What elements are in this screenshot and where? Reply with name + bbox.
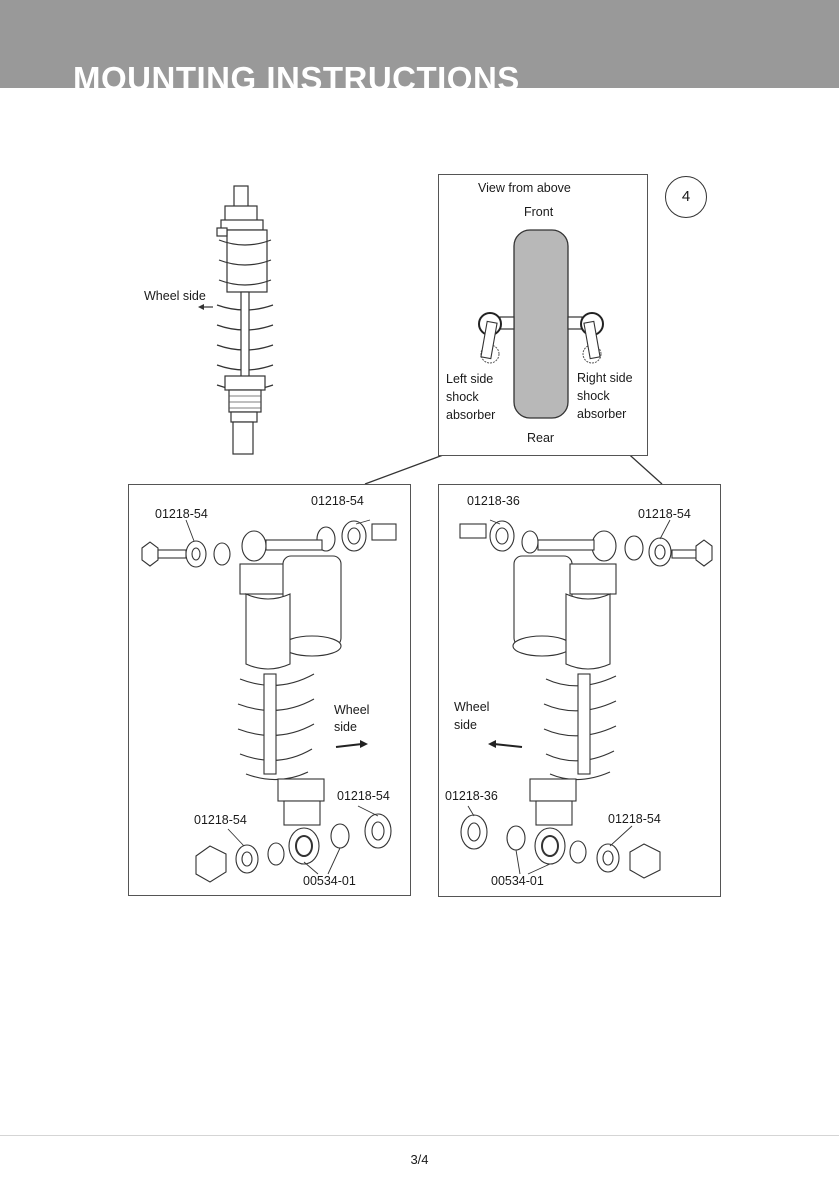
left-top-right-part: 01218-54	[311, 494, 364, 508]
right-shock-label-1: Right side	[577, 371, 633, 385]
right-top-left-part: 01218-36	[467, 494, 520, 508]
page-title: MOUNTING INSTRUCTIONS	[73, 60, 520, 88]
page-number: 3/4	[410, 1152, 429, 1167]
left-shock-exploded-illustration	[141, 519, 397, 883]
left-shock-label-1: Left side	[446, 372, 494, 386]
left-bottom-center-part: 00534-01	[303, 874, 356, 888]
step-number: 4	[681, 188, 691, 205]
left-bottom-left-part: 01218-54	[194, 813, 247, 827]
view-from-above-label: View from above	[478, 181, 571, 195]
header-band: MOUNTING INSTRUCTIONS	[0, 0, 839, 88]
right-bottom-center-part: 00534-01	[491, 874, 544, 888]
left-shock-label-2: shock	[446, 390, 479, 404]
right-top-right-part: 01218-54	[638, 507, 691, 521]
right-bottom-right-part: 01218-54	[608, 812, 661, 826]
left-wheel-side-1: Wheel	[334, 703, 370, 717]
rear-label: Rear	[527, 431, 555, 445]
step-number-badge: 4	[665, 176, 707, 218]
left-bottom-right-part: 01218-54	[337, 789, 390, 803]
left-shock-label-3: absorber	[446, 408, 496, 422]
footer-divider	[0, 1135, 839, 1136]
right-wheel-side-1: Wheel	[454, 700, 490, 714]
top-view-panel: View from above Front Rear Left side sho…	[438, 174, 648, 456]
right-shock-label-2: shock	[577, 389, 610, 403]
motorcycle-top-view	[478, 229, 604, 419]
left-wheel-side-2: side	[334, 720, 357, 734]
shock-absorber-illustration	[198, 185, 274, 455]
left-top-left-part: 01218-54	[155, 507, 208, 521]
right-shock-exploded-illustration	[459, 519, 713, 879]
right-bottom-left-part: 01218-36	[445, 789, 498, 803]
wheel-side-label: Wheel side	[144, 289, 206, 303]
right-wheel-side-2: side	[454, 718, 477, 732]
right-shock-label-3: absorber	[577, 407, 627, 421]
front-label: Front	[524, 205, 554, 219]
